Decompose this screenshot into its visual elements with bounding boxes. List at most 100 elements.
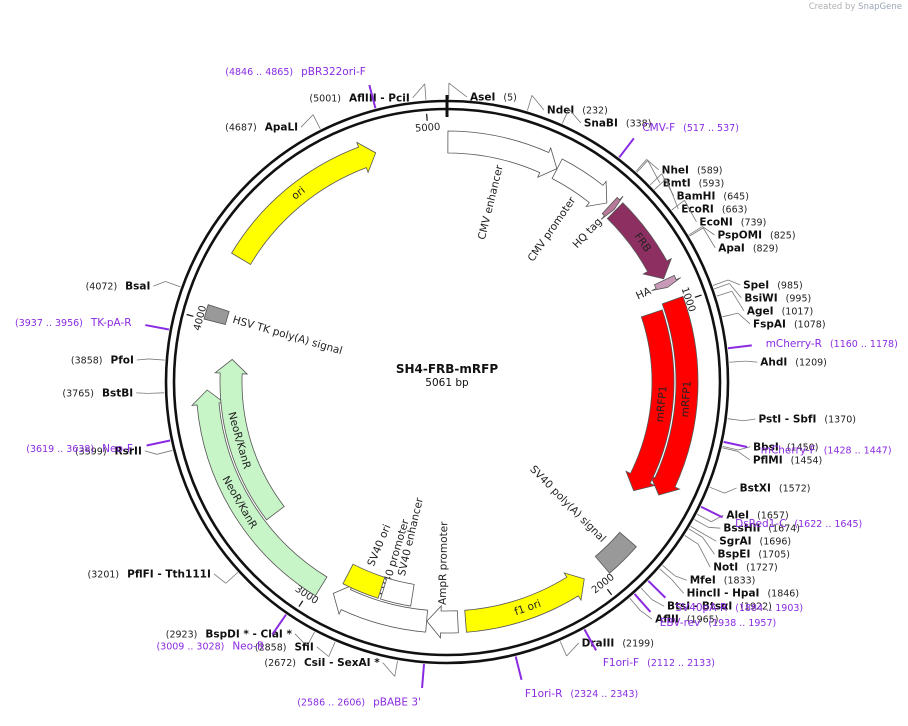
site-leader [629, 597, 641, 611]
site-name: AleI [726, 510, 749, 522]
site-leader [225, 572, 238, 584]
site-name: SnaBI [584, 118, 618, 130]
primer-marker [727, 344, 752, 350]
site-leader [684, 535, 699, 545]
feature-arrow [551, 158, 608, 208]
site-leader [654, 178, 667, 190]
site-position: (645) [723, 191, 749, 202]
site-leader [531, 95, 545, 111]
site-position: (2672) [264, 658, 296, 669]
primer-position: (3619 .. 3638) [26, 444, 94, 455]
site-position: (1209) [795, 358, 827, 369]
feature-arrow [600, 195, 624, 220]
tick-label: 5000 [415, 122, 441, 135]
primer-position: (517 .. 537) [683, 123, 739, 134]
feature-arrow [231, 141, 377, 265]
primer-name: EBV-rev [660, 617, 701, 629]
site-name: PflFI - Tth111I [127, 568, 211, 580]
site-name: EcoNI [699, 216, 732, 228]
site-leader [448, 82, 468, 98]
site-leader [566, 642, 579, 657]
site-name: BsiWI [744, 292, 777, 304]
site-leader [665, 178, 679, 210]
tick-mark [186, 313, 194, 317]
primer-position: (1884 .. 1903) [735, 603, 803, 614]
site-leader [568, 108, 582, 124]
site-name: AseI [470, 92, 495, 104]
site-leader [689, 227, 704, 237]
site-leader [738, 446, 751, 451]
primer-name: Neo-R [232, 640, 264, 652]
site-leader [559, 641, 567, 657]
feature-label: SV40 poly(A) signal [527, 463, 608, 544]
site-leader [737, 312, 751, 325]
site-position: (1674) [768, 524, 800, 535]
site-name: AflII [655, 614, 679, 626]
primer-marker [146, 439, 171, 447]
site-name: AflIII - PciI [349, 92, 410, 104]
site-name: BspDI * - ClaI * [205, 628, 292, 640]
feature-arrow [625, 309, 675, 492]
site-position: (1846) [767, 589, 799, 600]
site-leader [136, 358, 149, 361]
site-name: RsrII [115, 445, 142, 457]
site-leader [722, 312, 739, 318]
site-leader [729, 360, 746, 363]
site-position: (1922) [740, 602, 772, 613]
site-name: BstXI [740, 482, 771, 494]
site-position: (1450) [787, 442, 819, 453]
site-leader [527, 95, 533, 111]
site-position: (5001) [309, 93, 341, 104]
primer-name: TK-pA-R [90, 317, 132, 329]
site-position: (1370) [824, 414, 856, 425]
site-leader [136, 392, 149, 394]
site-position: (1833) [724, 576, 756, 587]
primer-position: (3937 .. 3956) [15, 318, 83, 329]
site-leader [165, 281, 181, 288]
tick-mark [606, 588, 613, 596]
site-name: BmtI [663, 177, 691, 189]
site-name: EcoRI [681, 203, 714, 215]
site-name: NotI [713, 562, 738, 574]
site-leader [316, 646, 330, 657]
watermark-prefix: Created by [808, 2, 856, 12]
site-position: (663) [722, 204, 748, 215]
site-leader [649, 173, 662, 186]
site-leader [722, 445, 739, 451]
site-name: PstI - SbfI [758, 413, 816, 425]
site-leader [156, 450, 173, 455]
site-leader [671, 199, 685, 211]
feature-arrow [203, 304, 230, 326]
feature-arrow [447, 130, 558, 179]
feature-arrow [464, 572, 585, 633]
primer-name: mCherry-R [766, 338, 822, 350]
site-name: BsaI [125, 281, 150, 293]
plasmid-size: 5061 bp [425, 377, 469, 389]
site-leader [704, 534, 717, 542]
site-leader [727, 418, 744, 422]
site-leader [727, 279, 741, 286]
site-leader [694, 519, 709, 528]
site-position: (1078) [794, 319, 826, 330]
restriction-sites: AseI(5)NdeI(232)SnaBI(338)NheI(589)BmtI(… [62, 82, 856, 677]
site-name: NheI [662, 164, 689, 176]
feature-arrow [342, 563, 386, 599]
site-leader [702, 537, 715, 555]
site-leader [635, 159, 647, 172]
primer-name: mCherry-F [761, 444, 816, 456]
site-name: BstBI [102, 387, 133, 399]
feature-label: AmpR promoter [437, 521, 451, 605]
primers: CMV-F(517 .. 537)mCherry-R(1160 .. 1178)… [15, 66, 898, 708]
site-position: (995) [786, 293, 812, 304]
site-leader [702, 227, 716, 249]
site-leader [674, 575, 687, 581]
primer-position: (3009 .. 3028) [156, 641, 224, 652]
site-leader [729, 283, 742, 299]
site-leader [714, 283, 730, 290]
tick-mark [298, 600, 304, 607]
site-position: (985) [777, 280, 803, 291]
primer-marker [271, 614, 287, 636]
watermark-brand: SnapGene [858, 2, 902, 12]
site-leader [328, 641, 336, 657]
site-leader [148, 392, 165, 394]
